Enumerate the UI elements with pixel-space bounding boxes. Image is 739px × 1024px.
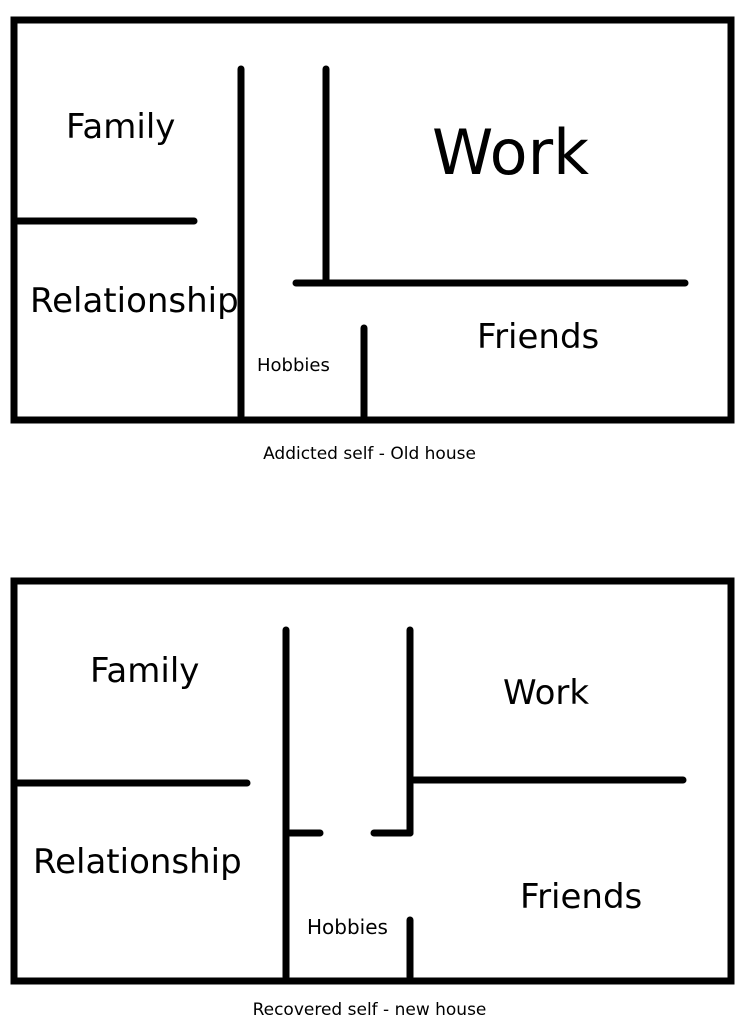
new-room-friends-label: Friends [520,877,643,917]
old-house-floorplan [10,16,735,424]
old-room-family-label: Family [66,107,176,147]
old-room-hobbies-label: Hobbies [257,355,330,376]
old-room-relationship-label: Relationship [30,281,239,321]
old-house-caption: Addicted self - Old house [263,444,476,464]
new-room-family-label: Family [90,651,200,691]
new-room-work-label: Work [503,673,590,713]
old-room-work-label: Work [432,116,589,189]
new-house-caption: Recovered self - new house [252,1000,487,1020]
old-house-plan [0,0,739,440]
new-house-outer-wall [10,577,735,985]
old-house-outer-wall [10,16,735,424]
new-room-relationship-label: Relationship [33,842,242,882]
old-room-friends-label: Friends [477,317,600,357]
new-room-hobbies-label: Hobbies [307,915,388,939]
